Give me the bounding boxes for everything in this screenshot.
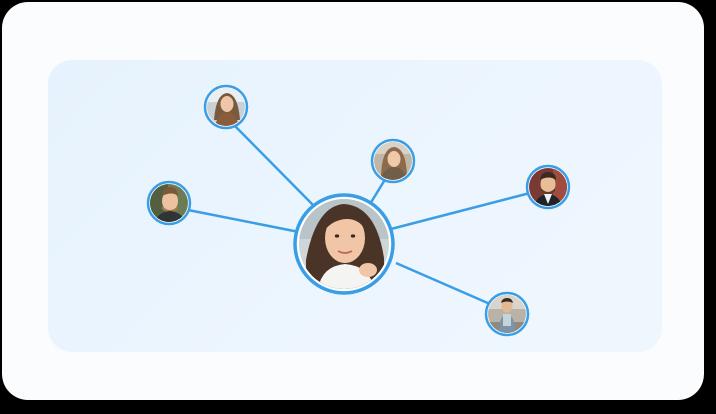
woman-portrait-icon [299,199,389,289]
man-portrait-icon [150,184,188,222]
man-portrait-icon [529,168,567,206]
woman-portrait-icon [374,142,412,180]
person-avatar-right[interactable] [525,164,571,210]
connection-line-top-left [231,122,315,207]
man-portrait-icon [488,295,526,333]
person-avatar-top-left[interactable] [203,84,249,130]
person-avatar-bottom-right[interactable] [484,291,530,337]
connection-line-right [390,191,531,231]
person-avatar-top-middle[interactable] [370,138,416,184]
center-person-avatar[interactable] [293,193,395,295]
woman-portrait-icon [207,88,245,126]
connection-line-top-middle [368,177,388,205]
person-avatar-left[interactable] [146,180,192,226]
connection-line-bottom-right [395,261,491,306]
connection-line-left [187,208,300,234]
